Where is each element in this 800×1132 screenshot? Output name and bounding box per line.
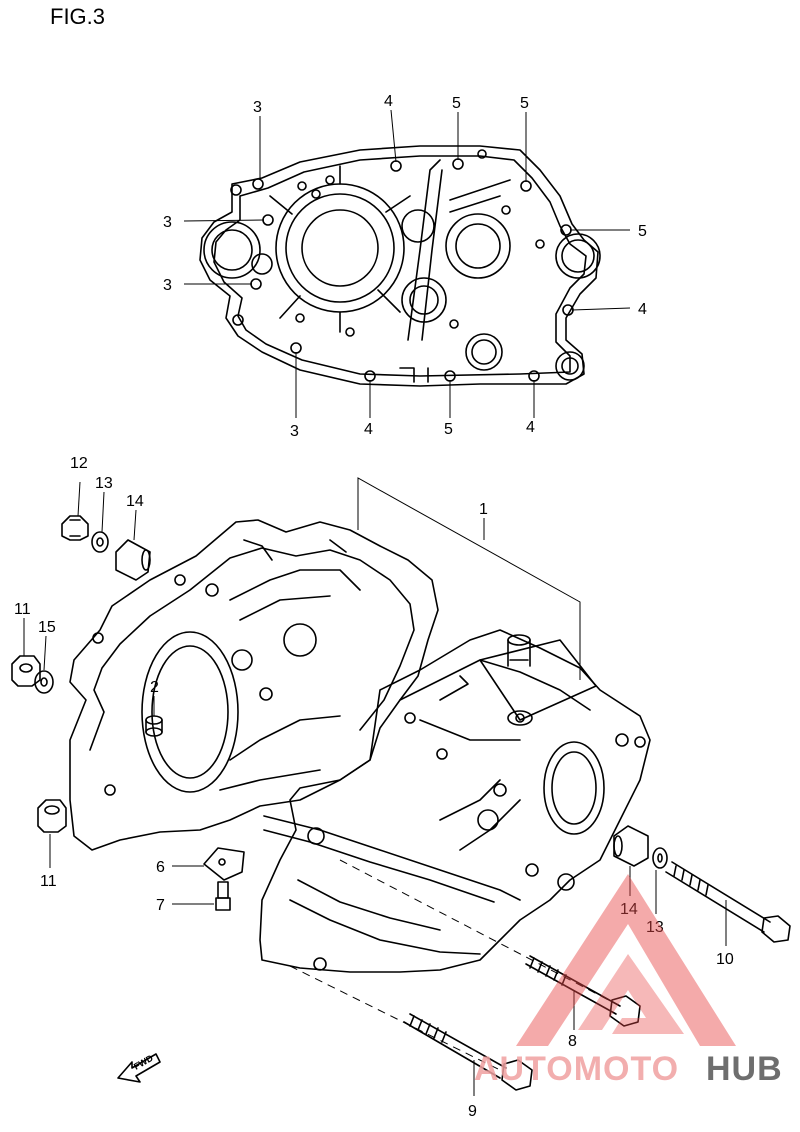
watermark-logo: AUTOMOTO HUB [474,874,783,1088]
callout-5: 5 [520,95,529,112]
callout-10: 10 [716,951,734,968]
crankcase-gasket-view [199,145,601,387]
figure-title: FIG.3 [50,4,106,29]
callout-3: 3 [253,99,262,116]
callout-13: 13 [95,475,113,492]
callout-5: 5 [638,223,647,240]
callout-8: 8 [568,1033,577,1050]
callout-15: 15 [38,619,56,636]
callout-14: 14 [620,901,638,918]
callout-4: 4 [364,421,373,438]
callout-13: 13 [646,919,664,936]
callout-3: 3 [290,423,299,440]
small-parts-lower-left [172,847,245,911]
part1-bracket [357,477,581,680]
fwd-arrow-icon: FWD [117,1053,161,1083]
callout-12: 12 [70,455,88,472]
small-parts-right [613,825,791,946]
callout-4: 4 [526,419,535,436]
watermark-text-2: HUB [706,1050,783,1088]
callout-3: 3 [163,277,172,294]
callout-3: 3 [163,214,172,231]
callout-4: 4 [638,301,647,318]
callout-7: 7 [156,897,165,914]
callout-1: 1 [479,501,488,518]
callout-6: 6 [156,859,165,876]
small-parts-upper [11,481,155,868]
fwd-label: FWD [132,1053,155,1072]
watermark-triangle-icon [516,874,736,1046]
through-bolts [289,859,641,1096]
callout-2: 2 [150,679,159,696]
callout-11: 11 [40,873,57,890]
callout-14: 14 [126,493,144,510]
watermark-text-1: AUTOMOTO [474,1050,679,1088]
callout-11: 11 [14,601,31,618]
callout-5: 5 [452,95,461,112]
callout-4: 4 [384,93,393,110]
callout-5: 5 [444,421,453,438]
callout-labels: 3 4 5 5 3 5 3 4 3 4 5 4 1 12 13 14 11 15… [14,93,734,1120]
gasket-leader-lines [183,109,631,418]
callout-9: 9 [468,1103,477,1120]
